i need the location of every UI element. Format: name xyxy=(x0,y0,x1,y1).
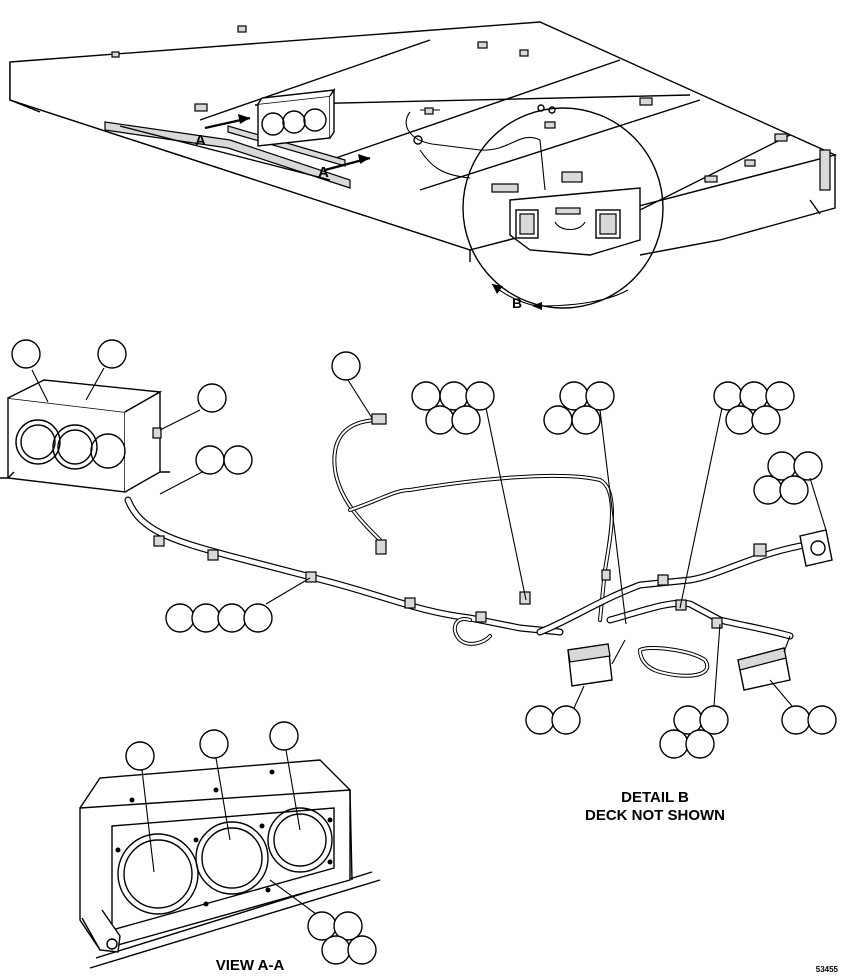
section-label-a-right: A xyxy=(318,164,329,181)
lamp-right xyxy=(737,635,791,691)
view-aa-title: VIEW A-A xyxy=(216,957,285,974)
trailer-deck-overview: A A B xyxy=(9,21,838,311)
detail-b-title: DETAIL B xyxy=(621,789,689,806)
detail-b-wiring-harness xyxy=(0,379,833,691)
callout-balloons-detail-b xyxy=(11,339,837,759)
fan-enclosure xyxy=(0,379,170,493)
view-aa-fan-box xyxy=(79,759,381,969)
detail-b-marker-label: B xyxy=(512,295,522,311)
detail-b-subtitle: DECK NOT SHOWN xyxy=(585,807,725,824)
section-arrow-a-right: A xyxy=(318,154,371,181)
callout-balloons-view-aa xyxy=(125,721,377,965)
section-arrow-a-left: A xyxy=(195,114,251,149)
detail-b-callout: B xyxy=(462,107,664,311)
section-label-a-left: A xyxy=(195,132,206,149)
fan-box-on-deck xyxy=(257,87,336,147)
figure-number: 53455 xyxy=(816,965,839,974)
lamp-left xyxy=(567,639,626,687)
